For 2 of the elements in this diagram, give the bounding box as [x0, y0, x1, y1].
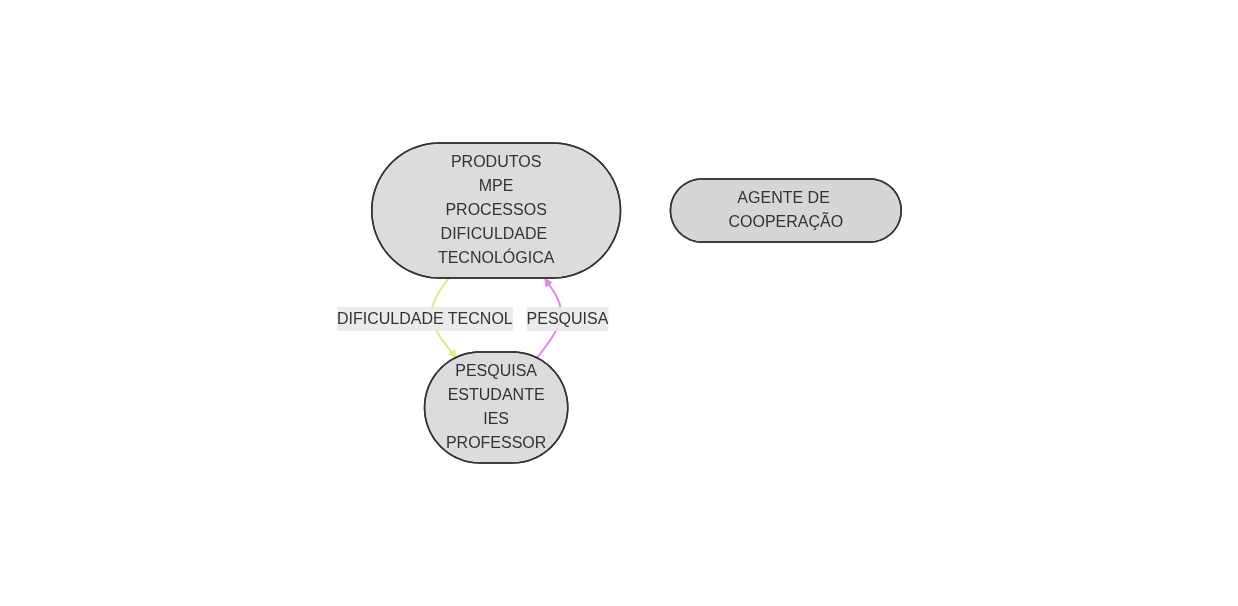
edge-label: PESQUISA	[526, 309, 609, 327]
edge-label: DIFICULDADE TECNOL	[336, 309, 513, 327]
